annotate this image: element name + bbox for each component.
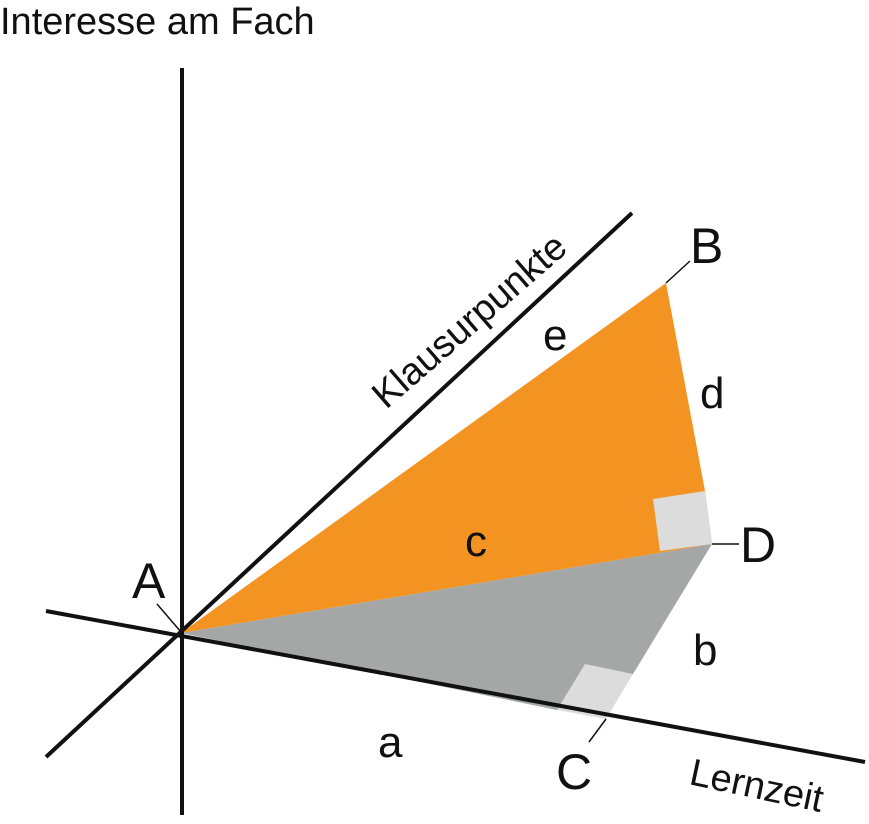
edge-label-e: e xyxy=(543,311,567,360)
right-angle-marker-D xyxy=(653,491,712,551)
point-label-C: C xyxy=(556,744,592,800)
edge-label-b: b xyxy=(693,626,717,675)
triangle-ACD xyxy=(181,544,712,710)
leader-C xyxy=(588,718,607,743)
point-label-B: B xyxy=(690,218,723,274)
point-label-A: A xyxy=(132,553,166,609)
lernzeit-axis-title: Lernzeit xyxy=(686,752,827,819)
right-angle-marker-C xyxy=(557,664,633,719)
lernzeit-axis xyxy=(45,609,866,764)
triangle-ABD xyxy=(181,283,712,633)
leader-B xyxy=(665,260,691,284)
edge-label-a: a xyxy=(378,718,403,767)
leader-A xyxy=(156,603,182,633)
vertical-axis-title: Interesse am Fach xyxy=(0,1,315,43)
klausurpunkte-axis xyxy=(44,211,634,759)
edge-label-c: c xyxy=(465,517,487,566)
point-label-D: D xyxy=(740,517,776,573)
edge-label-d: d xyxy=(700,369,724,418)
